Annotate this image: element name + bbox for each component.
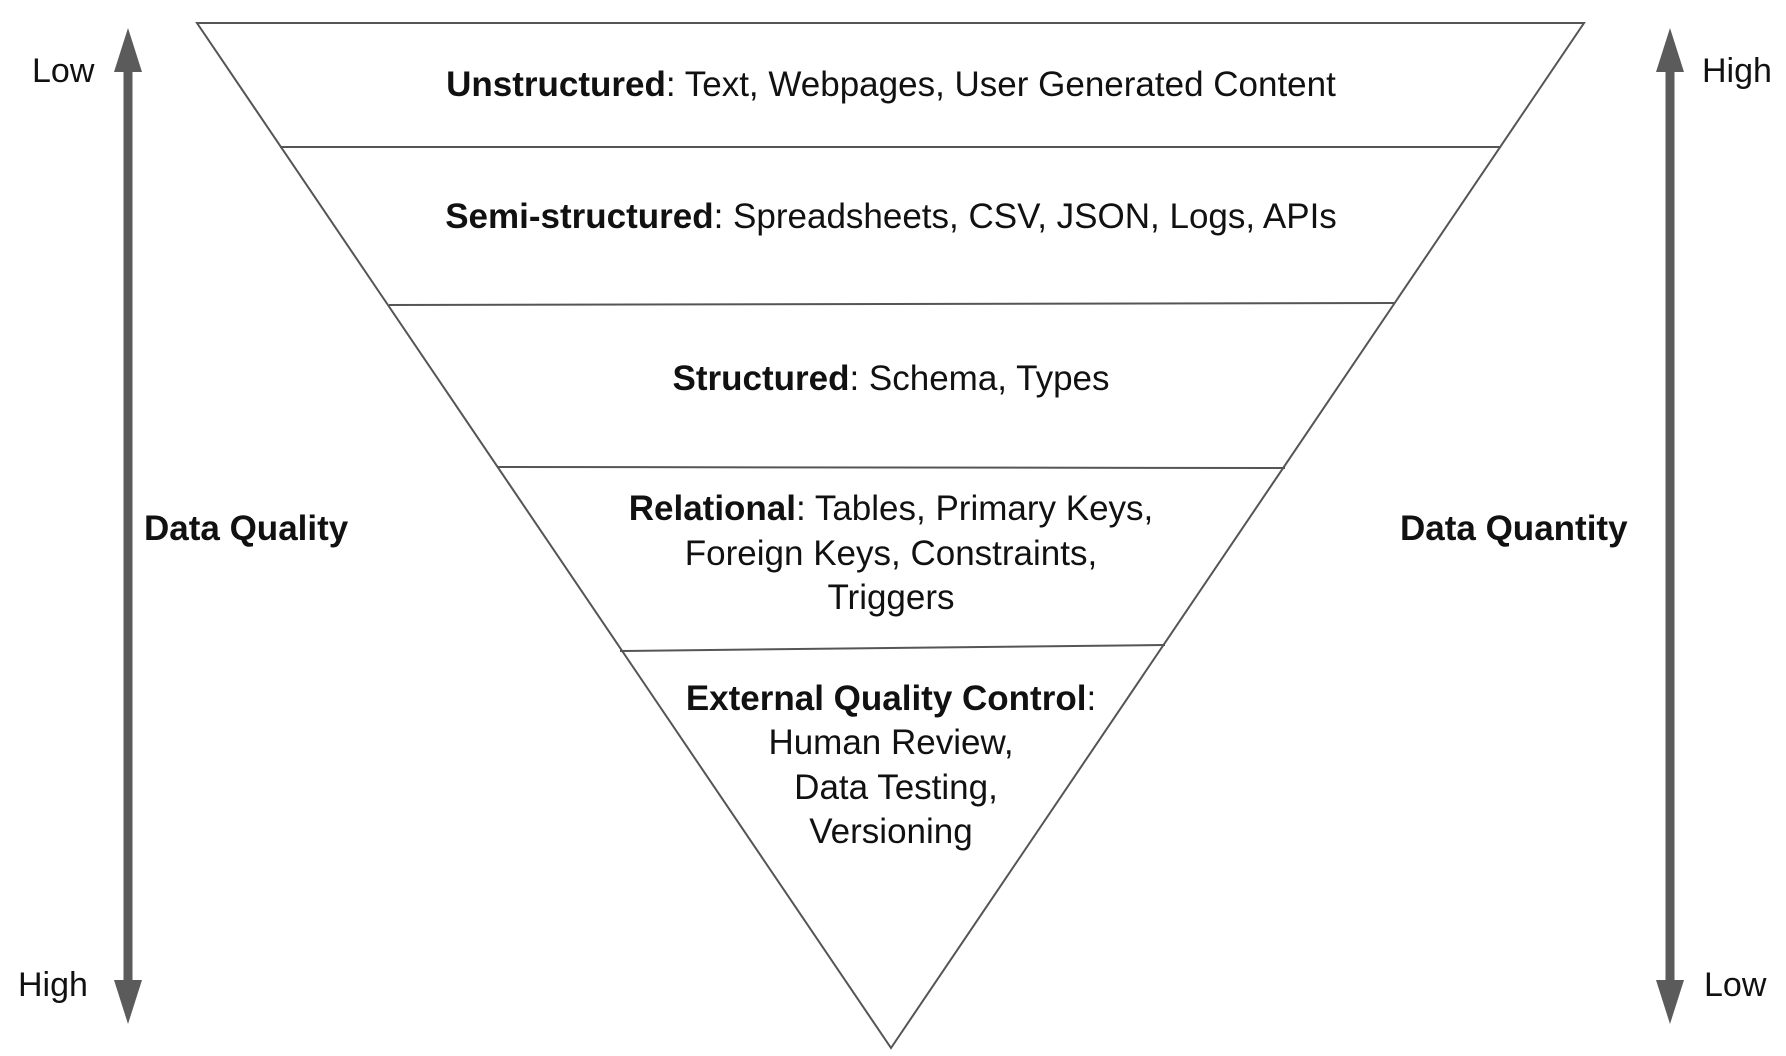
- layer-eqc-line-2: Human Review,: [768, 723, 1013, 762]
- layer-unstructured-name: Unstructured: [446, 65, 666, 104]
- left-axis-arrowhead-up: [114, 28, 142, 72]
- layer-semi-structured-name: Semi-structured: [445, 197, 713, 236]
- right-axis-bottom-label: Low: [1704, 966, 1767, 1004]
- layer-eqc-separator: :: [1086, 679, 1096, 718]
- left-axis: Low High Data Quality: [18, 28, 349, 1024]
- right-axis-title: Data Quantity: [1400, 509, 1628, 548]
- layer-divider-3: [497, 466, 1286, 469]
- layer-relational-separator: :: [796, 489, 806, 528]
- right-axis-arrowhead-up: [1656, 28, 1684, 72]
- inverted-pyramid: [195, 22, 1586, 1050]
- layer-external-quality-control: External Quality Control: Human Review, …: [686, 679, 1096, 851]
- right-axis-top-label: High: [1702, 52, 1772, 90]
- layer-eqc-name: External Quality Control: [686, 679, 1087, 718]
- layer-semi-structured-separator: :: [714, 197, 724, 236]
- layer-relational-line-1: Relational: Tables, Primary Keys,: [629, 489, 1154, 528]
- layer-divider-2: [388, 302, 1395, 306]
- layer-unstructured: Unstructured: Text, Webpages, User Gener…: [446, 65, 1336, 104]
- layer-structured: Structured: Schema, Types: [672, 359, 1109, 398]
- layer-structured-desc: Schema, Types: [859, 359, 1109, 398]
- layer-unstructured-separator: :: [666, 65, 676, 104]
- layer-structured-separator: :: [849, 359, 859, 398]
- layer-unstructured-desc: Text, Webpages, User Generated Content: [676, 65, 1336, 104]
- layer-eqc-line-1: External Quality Control:: [686, 679, 1096, 718]
- layer-relational-line-3: Triggers: [827, 578, 954, 617]
- pyramid-outline: [195, 22, 1586, 1050]
- left-axis-top-label: Low: [32, 52, 95, 90]
- layer-relational-line-2: Foreign Keys, Constraints,: [685, 534, 1097, 573]
- left-axis-title: Data Quality: [144, 509, 349, 548]
- layer-semi-structured-text: Semi-structured: Spreadsheets, CSV, JSON…: [445, 197, 1337, 236]
- layer-relational-desc-1: Tables, Primary Keys,: [806, 489, 1154, 528]
- layer-unstructured-text: Unstructured: Text, Webpages, User Gener…: [446, 65, 1336, 104]
- layer-structured-name: Structured: [672, 359, 849, 398]
- layer-eqc-line-3: Data Testing,: [794, 768, 998, 807]
- layer-semi-structured: Semi-structured: Spreadsheets, CSV, JSON…: [445, 197, 1337, 236]
- layer-relational: Relational: Tables, Primary Keys, Foreig…: [629, 489, 1154, 617]
- layer-relational-name: Relational: [629, 489, 796, 528]
- right-axis-arrowhead-down: [1656, 980, 1684, 1024]
- layer-structured-text: Structured: Schema, Types: [672, 359, 1109, 398]
- layer-eqc-line-4: Versioning: [809, 812, 972, 851]
- layer-divider-4: [619, 644, 1166, 652]
- left-axis-bottom-label: High: [18, 966, 88, 1004]
- left-axis-arrowhead-down: [114, 980, 142, 1024]
- right-axis: High Low Data Quantity: [1400, 28, 1772, 1024]
- layer-semi-structured-desc: Spreadsheets, CSV, JSON, Logs, APIs: [723, 197, 1336, 236]
